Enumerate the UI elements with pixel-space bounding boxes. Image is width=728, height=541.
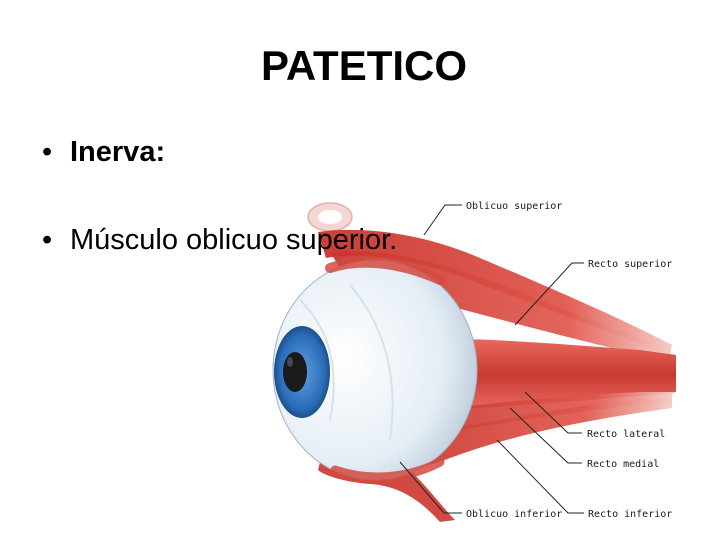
bullet-marker: • (42, 224, 53, 256)
label-recto-inferior: Recto inferior (588, 509, 672, 520)
bullet-text: Inerva: (70, 136, 166, 168)
leader-oblicuo-inferior (399, 461, 462, 514)
bullet-musculo: • Músculo oblicuo superior. (42, 222, 397, 258)
recto-inferior-muscle (380, 398, 672, 470)
leader-recto-lateral (524, 391, 582, 434)
label-recto-lateral: Recto lateral (587, 429, 665, 440)
label-oblicuo-inferior: Oblicuo inferior (466, 509, 562, 520)
label-recto-superior: Recto superior (588, 259, 672, 270)
bullet-inerva: • Inerva: (42, 134, 165, 170)
bullet-text: Músculo oblicuo superior. (70, 224, 398, 256)
bullet-marker: • (42, 136, 53, 168)
iris (274, 326, 330, 418)
eyeball (272, 257, 478, 482)
leader-recto-superior (514, 262, 584, 326)
trochlea (307, 202, 353, 232)
leader-recto-medial (509, 407, 582, 464)
slide-title: PATETICO (260, 42, 468, 89)
leader-recto-inferior (496, 439, 584, 514)
recto-medial-muscle (420, 392, 672, 430)
leader-oblicuo-superior (423, 204, 462, 236)
label-recto-medial: Recto medial (587, 459, 659, 470)
label-oblicuo-superior: Oblicuo superior (466, 201, 562, 212)
